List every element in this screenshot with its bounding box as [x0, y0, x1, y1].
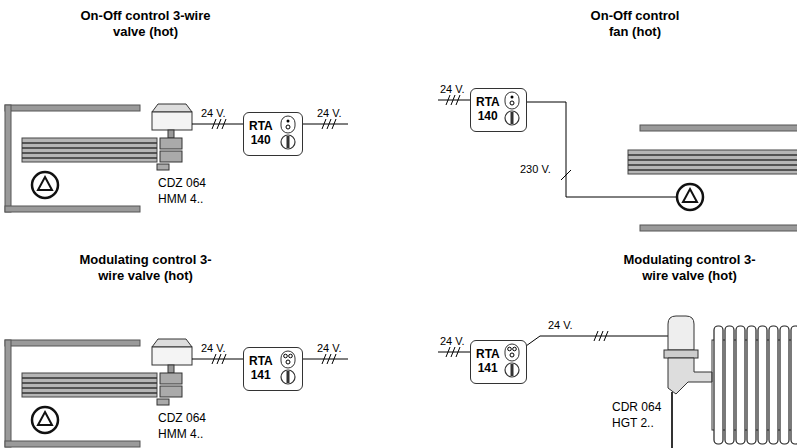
device-model: CDR 064 [612, 400, 661, 414]
valve-actuator [668, 316, 694, 350]
wire [438, 100, 470, 101]
thermostat-icon [502, 343, 522, 381]
thermostat-icon [278, 115, 298, 153]
voltage-label: 24 V. [317, 341, 342, 355]
model-name: RTA 141 [476, 347, 499, 375]
wire [438, 352, 470, 353]
wire [526, 336, 668, 346]
model-name: RTA 141 [249, 354, 272, 382]
device-model: CDZ 064 [158, 176, 206, 190]
voltage-label: 24 V. [440, 82, 465, 96]
wire [192, 124, 243, 125]
voltage-label: 24 V. [317, 106, 342, 120]
radiator [712, 326, 797, 444]
panel-title: On-Off control fan (hot) [580, 8, 690, 40]
voltage-label: 24 V. [201, 341, 226, 355]
model-name: RTA 140 [476, 95, 499, 123]
panel-title: Modulating control 3-wire valve (hot) [622, 252, 757, 284]
panel-title: Modulating control 3-wire valve (hot) [78, 252, 213, 284]
thermostat-icon [502, 91, 522, 129]
fan-coil-unit [5, 339, 348, 447]
fan-coil-unit [640, 125, 797, 131]
radiator-valve [668, 358, 712, 394]
model-name: RTA 140 [249, 119, 272, 147]
device-model: CDZ 064 [158, 411, 206, 425]
thermostat-box: RTA 140 [243, 112, 303, 156]
device-model: HMM 4.. [158, 427, 203, 441]
panel-title: On-Off control 3-wire valve (hot) [78, 8, 213, 40]
voltage-label: 230 V. [520, 162, 551, 176]
wire [303, 124, 348, 125]
voltage-label: 24 V. [548, 318, 573, 332]
voltage-label: 24 V. [201, 106, 226, 120]
thermostat-box: RTA 140 [470, 88, 527, 132]
device-model: HGT 2.. [612, 416, 654, 430]
thermostat-box: RTA 141 [243, 347, 303, 391]
device-model: HMM 4.. [158, 192, 203, 206]
thermostat-icon [278, 350, 298, 388]
thermostat-box: RTA 141 [470, 340, 527, 384]
voltage-label: 24 V. [440, 334, 465, 348]
